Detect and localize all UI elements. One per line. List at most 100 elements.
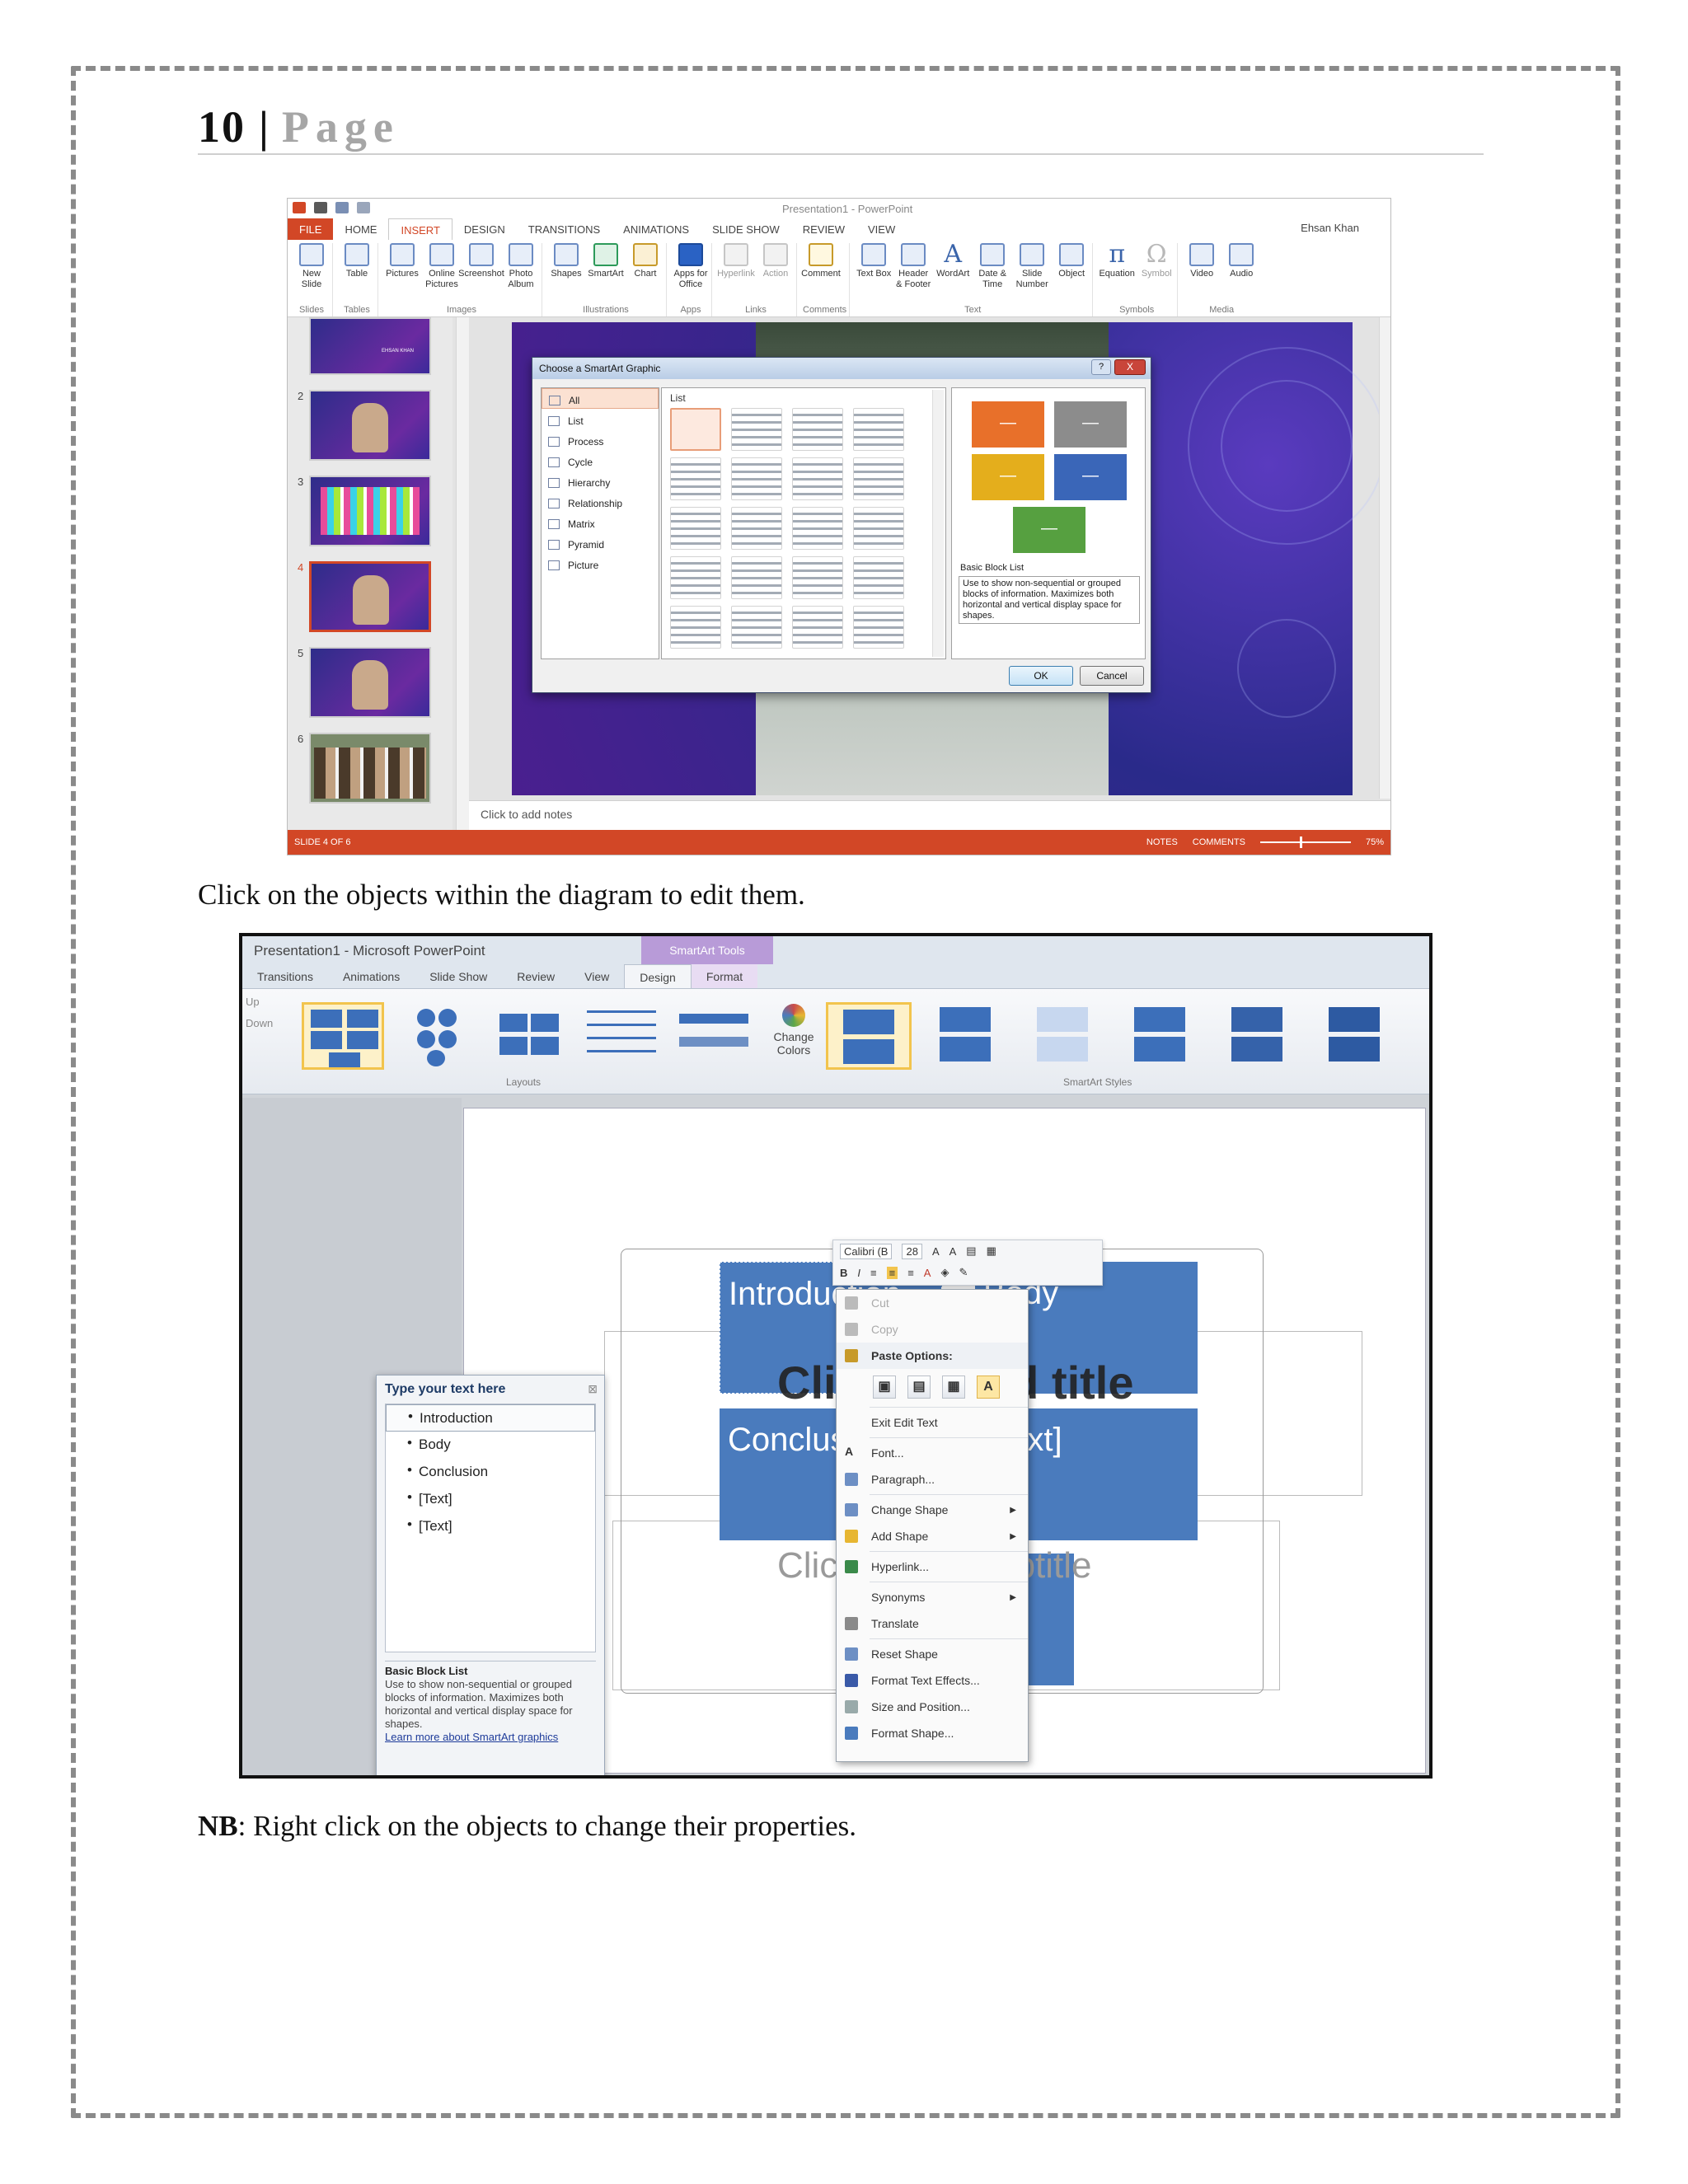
- layout-option[interactable]: [731, 507, 782, 550]
- layout-option[interactable]: [731, 556, 782, 599]
- action-button[interactable]: Action: [757, 243, 794, 305]
- comments-toggle[interactable]: COMMENTS: [1192, 837, 1245, 847]
- header-footer-button[interactable]: Header & Footer: [895, 243, 931, 305]
- audio-button[interactable]: Audio: [1223, 243, 1259, 305]
- object-button[interactable]: Object: [1053, 243, 1090, 305]
- layout-option[interactable]: [792, 556, 843, 599]
- tab-file[interactable]: FILE: [288, 218, 334, 240]
- undo-icon[interactable]: [335, 202, 349, 213]
- layout-grid[interactable]: [488, 1002, 570, 1070]
- apps-for-office-button[interactable]: Apps for Office: [673, 243, 709, 305]
- category-cycle[interactable]: Cycle: [542, 450, 659, 471]
- cancel-button[interactable]: Cancel: [1080, 666, 1144, 686]
- layout-option[interactable]: [670, 457, 721, 500]
- layout-basic-block-list[interactable]: [302, 1002, 384, 1070]
- table-button[interactable]: Table: [339, 243, 375, 305]
- category-process[interactable]: Process: [542, 429, 659, 450]
- menu-size-position[interactable]: Size and Position...: [837, 1694, 1028, 1720]
- close-icon[interactable]: ⊠: [588, 1382, 598, 1395]
- menu-cut[interactable]: Cut: [837, 1290, 1028, 1316]
- italic-icon[interactable]: I: [857, 1266, 861, 1279]
- menu-change-shape[interactable]: Change Shape▶: [837, 1497, 1028, 1523]
- align-center-icon[interactable]: ≡: [886, 1266, 898, 1279]
- layout-option[interactable]: [670, 606, 721, 649]
- slide-thumbnail-6[interactable]: [309, 733, 431, 804]
- layout-option[interactable]: [853, 606, 904, 649]
- chart-button[interactable]: Chart: [627, 243, 663, 305]
- text-pane-item[interactable]: Introduction: [386, 1404, 595, 1432]
- tab-design[interactable]: DESIGN: [463, 223, 505, 236]
- slide-scrollbar[interactable]: [1379, 317, 1390, 799]
- layout-option[interactable]: [731, 408, 782, 451]
- smartart-style-3[interactable]: [1020, 1002, 1106, 1070]
- bold-icon[interactable]: B: [840, 1266, 848, 1279]
- close-button[interactable]: X: [1114, 359, 1146, 375]
- tab-view[interactable]: View: [584, 970, 610, 983]
- layout-option[interactable]: [853, 408, 904, 451]
- menu-format-text-effects[interactable]: Format Text Effects...: [837, 1667, 1028, 1694]
- shrink-font-icon[interactable]: A: [949, 1244, 957, 1258]
- zoom-level[interactable]: 75%: [1365, 837, 1384, 847]
- paste-format-icon[interactable]: ▤: [907, 1376, 931, 1399]
- category-matrix[interactable]: Matrix: [542, 512, 659, 532]
- font-name-box[interactable]: Calibri (B: [840, 1243, 893, 1259]
- layout-bars[interactable]: [673, 1002, 755, 1070]
- tab-review[interactable]: Review: [517, 970, 556, 983]
- user-name[interactable]: Ehsan Khan: [1301, 222, 1359, 234]
- tab-insert[interactable]: INSERT: [388, 218, 452, 240]
- layout-option[interactable]: [792, 457, 843, 500]
- learn-more-link[interactable]: Learn more about SmartArt graphics: [385, 1731, 559, 1743]
- layout-option[interactable]: [853, 457, 904, 500]
- text-pane-item[interactable]: Conclusion: [386, 1459, 595, 1486]
- menu-add-shape[interactable]: Add Shape▶: [837, 1523, 1028, 1549]
- tab-animations[interactable]: ANIMATIONS: [623, 223, 690, 236]
- menu-reset-shape[interactable]: Reset Shape: [837, 1641, 1028, 1667]
- shape-outline-icon[interactable]: ✎: [959, 1266, 968, 1278]
- indent-icon[interactable]: ▤: [966, 1244, 977, 1257]
- online-pictures-button[interactable]: Online Pictures: [424, 243, 460, 305]
- category-pyramid[interactable]: Pyramid: [542, 532, 659, 553]
- slide-thumbnail-3[interactable]: [309, 476, 431, 546]
- smartart-button[interactable]: SmartArt: [588, 243, 624, 305]
- layout-basic-block-list[interactable]: [670, 408, 721, 451]
- slide-thumbnail-4[interactable]: [309, 561, 431, 632]
- photo-album-button[interactable]: Photo Album: [503, 243, 539, 305]
- tab-design[interactable]: Design: [624, 964, 692, 988]
- layout-option[interactable]: [853, 556, 904, 599]
- notes-pane[interactable]: Click to add notes: [469, 800, 1390, 832]
- gallery-scrollbar[interactable]: [932, 390, 944, 657]
- category-list-item[interactable]: List: [542, 409, 659, 429]
- align-right-icon[interactable]: ≡: [907, 1266, 914, 1279]
- category-hierarchy[interactable]: Hierarchy: [542, 471, 659, 491]
- layout-lines[interactable]: [580, 1002, 663, 1070]
- category-relationship[interactable]: Relationship: [542, 491, 659, 512]
- text-pane-item[interactable]: [Text]: [386, 1486, 595, 1513]
- shapes-button[interactable]: Shapes: [548, 243, 584, 305]
- smartart-style-1[interactable]: [826, 1002, 912, 1070]
- move-up-button[interactable]: Up: [246, 996, 260, 1008]
- tab-review[interactable]: REVIEW: [802, 223, 846, 236]
- help-button[interactable]: ?: [1091, 359, 1111, 375]
- outdent-icon[interactable]: ▦: [986, 1244, 996, 1257]
- layout-option[interactable]: [731, 457, 782, 500]
- smartart-style-6[interactable]: [1312, 1002, 1398, 1070]
- grow-font-icon[interactable]: A: [931, 1244, 940, 1258]
- tab-format[interactable]: Format: [691, 964, 758, 988]
- tab-slide-show[interactable]: SLIDE SHOW: [712, 223, 780, 236]
- align-left-icon[interactable]: ≡: [870, 1266, 877, 1279]
- text-pane-item[interactable]: Body: [386, 1432, 595, 1459]
- category-picture[interactable]: Picture: [542, 553, 659, 574]
- menu-copy[interactable]: Copy: [837, 1316, 1028, 1343]
- menu-format-shape[interactable]: Format Shape...: [837, 1720, 1028, 1746]
- font-color-icon[interactable]: A: [923, 1266, 931, 1279]
- move-down-button[interactable]: Down: [246, 1017, 274, 1029]
- menu-translate[interactable]: Translate: [837, 1610, 1028, 1637]
- date-time-button[interactable]: Date & Time: [974, 243, 1010, 305]
- slide-thumbnail-1[interactable]: EHSAN KHAN: [309, 317, 431, 375]
- hyperlink-button[interactable]: Hyperlink: [717, 243, 755, 305]
- smartart-style-4[interactable]: [1118, 1002, 1203, 1070]
- change-colors-button[interactable]: Change Colors: [771, 1004, 816, 1057]
